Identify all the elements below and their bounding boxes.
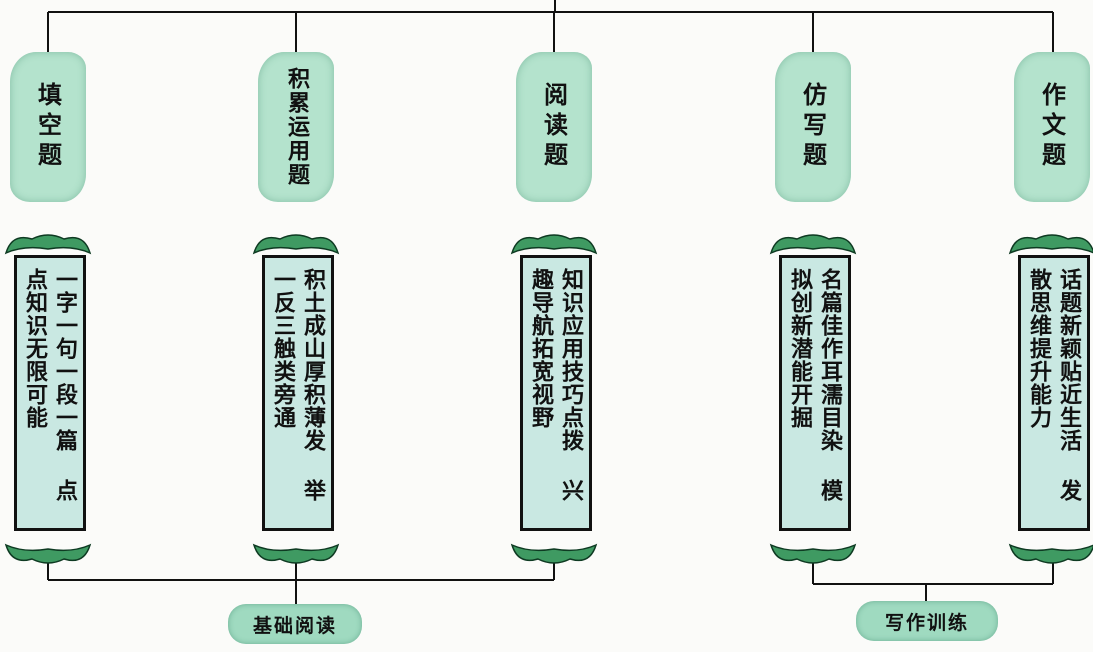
category-tag: 作文题 [1014, 52, 1090, 202]
scroll-body: 积土成山厚积薄发 举一反三触类旁通 [262, 255, 334, 531]
category-tag: 阅读题 [516, 52, 592, 202]
column-reading: 阅读题 知识应用技巧点拨 兴趣导航拓宽视野 [510, 52, 598, 572]
scroll-panel: 积土成山厚积薄发 举一反三触类旁通 [252, 234, 340, 564]
leaf-scroll-bottom-icon [252, 543, 340, 564]
leaf-scroll-bottom-icon [769, 543, 857, 564]
leaf-scroll-top-icon [1008, 234, 1093, 255]
column-imitation: 仿写题 名篇佳作耳濡目染 模拟创新潜能开掘 [769, 52, 857, 572]
category-label: 积累运用题 [284, 67, 309, 187]
scroll-body: 一字一句一段一篇 点点知识无限可能 [14, 255, 86, 531]
scroll-body: 话题新颖贴近生活 发散思维提升能力 [1018, 255, 1090, 531]
group-label-writing-training: 写作训练 [856, 601, 998, 641]
category-tag: 仿写题 [775, 52, 851, 202]
leaf-scroll-top-icon [252, 234, 340, 255]
leaf-scroll-top-icon [510, 234, 598, 255]
leaf-scroll-top-icon [769, 234, 857, 255]
scroll-panel: 知识应用技巧点拨 兴趣导航拓宽视野 [510, 234, 598, 564]
column-composition: 作文题 话题新颖贴近生活 发散思维提升能力 [1008, 52, 1093, 572]
category-tag: 填空题 [10, 52, 86, 202]
leaf-scroll-top-icon [4, 234, 92, 255]
scroll-text: 知识应用技巧点拨 兴趣导航拓宽视野 [528, 268, 584, 502]
scroll-body: 名篇佳作耳濡目染 模拟创新潜能开掘 [779, 255, 851, 531]
group-label-basic-reading: 基础阅读 [228, 604, 362, 644]
category-label: 阅读题 [539, 82, 568, 172]
leaf-scroll-bottom-icon [510, 543, 598, 564]
leaf-scroll-bottom-icon [1008, 543, 1093, 564]
category-tag: 积累运用题 [258, 52, 334, 202]
category-label: 仿写题 [798, 82, 827, 172]
scroll-panel: 名篇佳作耳濡目染 模拟创新潜能开掘 [769, 234, 857, 564]
column-accumulate: 积累运用题 积土成山厚积薄发 举一反三触类旁通 [252, 52, 340, 572]
scroll-text: 名篇佳作耳濡目染 模拟创新潜能开掘 [787, 268, 843, 502]
category-label: 填空题 [33, 82, 62, 172]
scroll-panel: 话题新颖贴近生活 发散思维提升能力 [1008, 234, 1093, 564]
column-fill-in: 填空题 一字一句一段一篇 点点知识无限可能 [4, 52, 92, 572]
scroll-panel: 一字一句一段一篇 点点知识无限可能 [4, 234, 92, 564]
scroll-text: 一字一句一段一篇 点点知识无限可能 [22, 268, 78, 502]
scroll-text: 积土成山厚积薄发 举一反三触类旁通 [270, 268, 326, 502]
scroll-text: 话题新颖贴近生活 发散思维提升能力 [1026, 268, 1082, 502]
category-label: 作文题 [1037, 82, 1066, 172]
leaf-scroll-bottom-icon [4, 543, 92, 564]
scroll-body: 知识应用技巧点拨 兴趣导航拓宽视野 [520, 255, 592, 531]
